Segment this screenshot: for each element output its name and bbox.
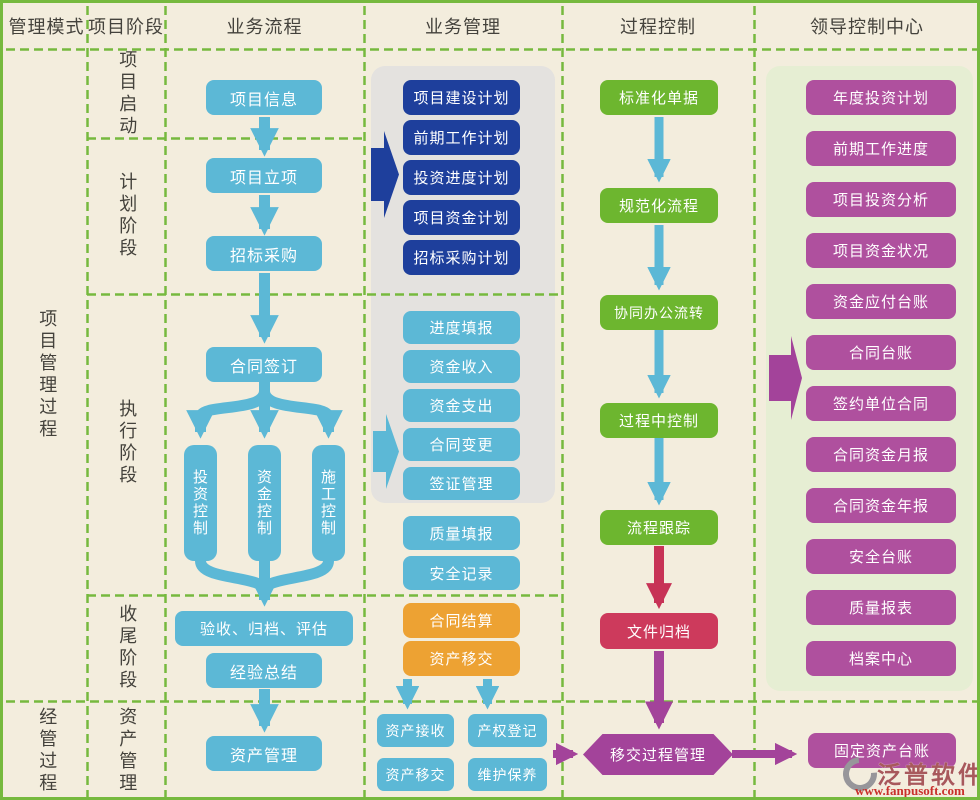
node-asset-transfer: 资产移交 [403, 641, 520, 676]
block-arrow-plans [371, 131, 399, 218]
header-leader-center: 领导控制中心 [810, 17, 924, 38]
node-asset-handover: 资产移交 [377, 758, 454, 791]
node-contract-ledger: 合同台账 [806, 335, 956, 370]
node-standard-documents: 标准化单据 [600, 80, 718, 115]
node-bidding: 招标采购 [206, 236, 322, 271]
label-phase-planning: 计划阶段 [116, 172, 138, 260]
node-funds-income: 资金收入 [403, 350, 520, 383]
node-transfer-process-mgmt: 移交过程管理 [583, 734, 733, 775]
header-process-control: 过程控制 [620, 17, 696, 38]
node-maintenance: 维护保养 [468, 758, 547, 791]
header-project-phase: 项目阶段 [88, 17, 164, 38]
node-contract-change: 合同变更 [403, 428, 520, 461]
node-preliminary-progress: 前期工作进度 [806, 131, 956, 166]
header-management-mode: 管理模式 [8, 17, 85, 38]
node-progress-report: 进度填报 [403, 311, 520, 344]
header-business-flow: 业务流程 [226, 17, 303, 38]
node-plan-bidding: 招标采购计划 [403, 240, 520, 275]
node-annual-investment-plan: 年度投资计划 [806, 80, 956, 115]
node-signed-unit-contract: 签约单位合同 [806, 386, 956, 421]
node-contract-signing: 合同签订 [206, 347, 322, 382]
node-fixed-asset-ledger: 固定资产台账 [808, 733, 956, 768]
label-phase-initiation: 项目启动 [116, 50, 138, 138]
node-funds-control: 资金控制 [248, 445, 281, 561]
node-in-process-control: 过程中控制 [600, 403, 718, 438]
label-operation-process: 经管过程 [36, 707, 58, 795]
fanpu-url-text: www.fanpusoft.com [855, 783, 965, 798]
node-safety-ledger: 安全台账 [806, 539, 956, 574]
business-flow-arrows [186, 117, 500, 733]
node-process-tracking: 流程跟踪 [600, 510, 718, 545]
node-construction-control: 施工控制 [312, 445, 345, 561]
header-business-mgmt: 业务管理 [425, 17, 501, 38]
node-file-archive: 文件归档 [600, 613, 718, 649]
fanpu-brand-text: 泛普软件 [877, 761, 980, 789]
fanpu-logo: 泛普软件 www.fanpusoft.com [836, 750, 980, 798]
grid-and-arrows-layer [6, 6, 977, 797]
node-archive-center: 档案中心 [806, 641, 956, 676]
node-contract-funds-monthly: 合同资金月报 [806, 437, 956, 472]
node-funds-expense: 资金支出 [403, 389, 520, 422]
node-safety-record: 安全记录 [403, 556, 520, 590]
node-asset-management: 资产管理 [206, 736, 322, 771]
node-collaborative-office: 协同办公流转 [600, 295, 718, 330]
node-visa-management: 签证管理 [403, 467, 520, 500]
node-asset-receive: 资产接收 [377, 714, 454, 747]
block-arrow-leader-center [769, 336, 802, 420]
node-plan-funds: 项目资金计划 [403, 200, 520, 235]
node-project-approval: 项目立项 [206, 158, 322, 193]
node-quality-report: 质量填报 [403, 516, 520, 550]
node-plan-preliminary: 前期工作计划 [403, 120, 520, 155]
dashed-grid [6, 6, 977, 797]
node-investment-analysis: 项目投资分析 [806, 182, 956, 217]
node-quality-reports: 质量报表 [806, 590, 956, 625]
node-acceptance: 验收、归档、评估 [175, 611, 353, 646]
process-control-arrows [553, 117, 798, 766]
node-payable-ledger: 资金应付台账 [806, 284, 956, 319]
node-standard-process: 规范化流程 [600, 188, 718, 223]
block-arrow-operations [373, 414, 399, 489]
node-plan-investment: 投资进度计划 [403, 160, 520, 195]
label-project-management-process: 项目管理过程 [36, 309, 58, 441]
node-funds-status: 项目资金状况 [806, 233, 956, 268]
label-phase-closing: 收尾阶段 [116, 604, 138, 692]
label-phase-asset: 资产管理 [116, 707, 138, 795]
node-contract-funds-annual: 合同资金年报 [806, 488, 956, 523]
node-project-info: 项目信息 [206, 80, 322, 115]
node-plan-construction: 项目建设计划 [403, 80, 520, 115]
node-contract-settlement: 合同结算 [403, 603, 520, 638]
node-investment-control: 投资控制 [184, 445, 217, 561]
node-property-register: 产权登记 [468, 714, 547, 747]
label-phase-execution: 执行阶段 [116, 399, 138, 487]
node-experience-summary: 经验总结 [206, 653, 322, 688]
